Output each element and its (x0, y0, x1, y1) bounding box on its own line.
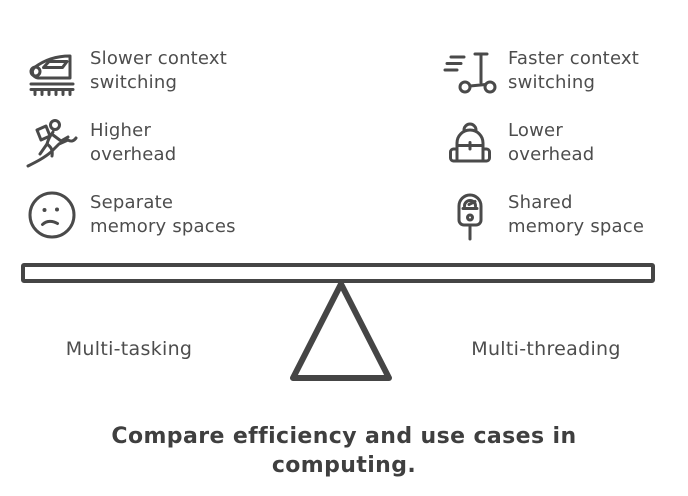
item-separate-memory-spaces: Separate memory spaces (24, 186, 236, 244)
feature-line: overhead (90, 144, 177, 165)
feature-line: Faster context (508, 48, 640, 69)
seesaw-fulcrum-triangle (290, 281, 392, 381)
hiker-icon (24, 115, 80, 171)
feature-line: Separate (90, 192, 174, 213)
backpack-icon (442, 115, 498, 171)
feature-line: memory spaces (90, 216, 236, 237)
item-shared-memory-space: Shared memory space (442, 186, 644, 244)
feature-line: switching (90, 72, 178, 93)
item-lower-overhead: Lower overhead (442, 114, 594, 172)
caption-line: Compare efficiency and use cases in (111, 424, 577, 449)
scooter-icon (442, 43, 498, 99)
label-multi-tasking: Multi-tasking (65, 338, 193, 360)
feature-line: overhead (508, 144, 595, 165)
item-slower-context-switching: Slower context switching (24, 42, 227, 100)
sad-face-icon (24, 187, 80, 243)
train-icon (24, 43, 80, 99)
seesaw-beam (21, 263, 655, 283)
parking-meter-icon (442, 187, 498, 243)
feature-line: Shared (508, 192, 573, 213)
feature-line: memory space (508, 216, 645, 237)
feature-text: Faster context switching (508, 47, 639, 95)
feature-text: Lower overhead (508, 119, 594, 167)
feature-text: Slower context switching (90, 47, 227, 95)
item-faster-context-switching: Faster context switching (442, 42, 639, 100)
feature-line: Higher (90, 120, 152, 141)
caption: Compare efficiency and use cases in comp… (0, 422, 688, 480)
feature-line: switching (508, 72, 596, 93)
caption-line: computing. (271, 453, 417, 478)
feature-text: Separate memory spaces (90, 191, 236, 239)
feature-text: Shared memory space (508, 191, 644, 239)
feature-text: Higher overhead (90, 119, 176, 167)
feature-line: Slower context (90, 48, 228, 69)
feature-line: Lower (508, 120, 563, 141)
item-higher-overhead: Higher overhead (24, 114, 176, 172)
label-multi-threading: Multi-threading (471, 338, 621, 360)
